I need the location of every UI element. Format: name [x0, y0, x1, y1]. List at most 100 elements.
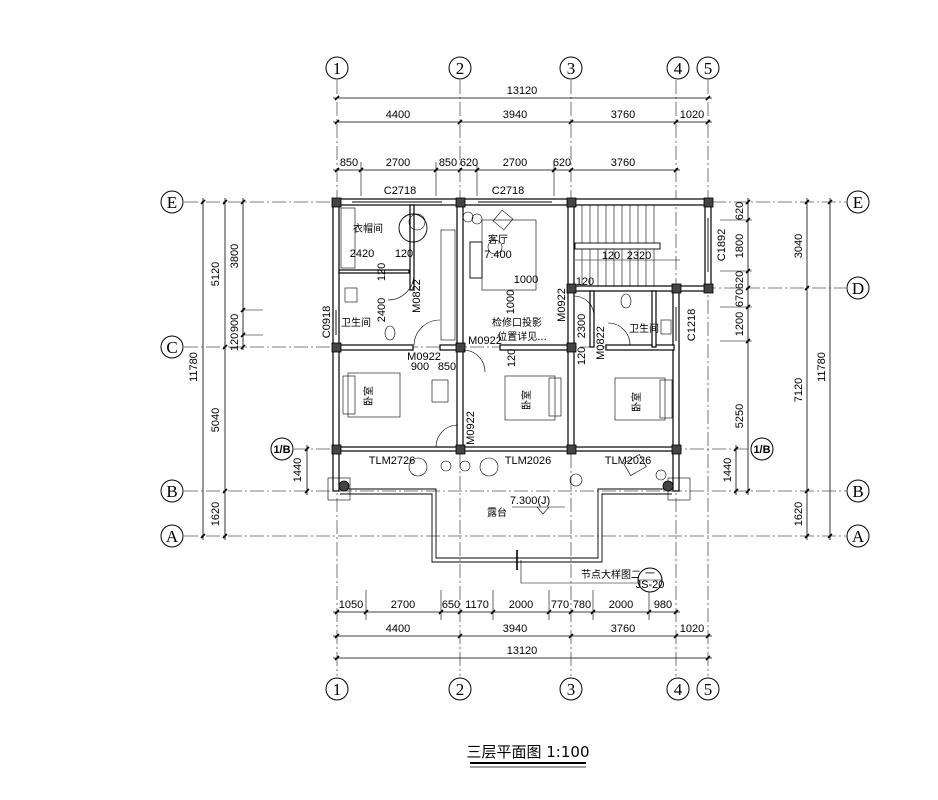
- window-label: C1218: [686, 309, 698, 341]
- window-label: C2718: [492, 185, 524, 197]
- svg-text:D: D: [852, 279, 864, 298]
- axis-bubble-3-top: 3: [559, 56, 583, 80]
- dim-bottom-opening: 650: [442, 599, 460, 611]
- svg-text:1/B: 1/B: [753, 444, 770, 456]
- inner-dim: 1000: [505, 290, 517, 314]
- dim-bottom-opening: 2700: [391, 599, 415, 611]
- inner-dim: 2320: [627, 250, 651, 262]
- svg-text:2: 2: [456, 680, 465, 699]
- dimensions-bottom: 1050 2700 650 1170 2000 770 780 2000 980…: [333, 590, 712, 661]
- axis-bubble-4-top: 4: [666, 56, 690, 80]
- axis-bubble-D-right: D: [846, 276, 870, 300]
- dim-left-detail: 120: [229, 333, 241, 351]
- axis-bubble-A-left: A: [160, 524, 184, 548]
- dim-bottom-opening: 1170: [465, 599, 489, 611]
- inner-dim: 120: [576, 276, 594, 288]
- inner-dim: 2420: [350, 248, 374, 260]
- dim-right-detail: 670: [734, 289, 746, 307]
- door-label: M0922: [468, 335, 502, 347]
- svg-text:A: A: [166, 527, 179, 546]
- room-label-terrace: 露台: [487, 506, 507, 519]
- dim-right-bay: 7120: [793, 378, 805, 402]
- dim-bottom-opening: 1050: [339, 599, 363, 611]
- dim-left-bay: 5120: [210, 262, 222, 286]
- room-label-cloakroom: 衣帽间: [353, 222, 383, 235]
- note-detail-ref: 节点大样图二: [581, 568, 641, 581]
- axis-bubble-E-left: E: [160, 190, 184, 214]
- room-label-bedroom: 卧室: [362, 386, 375, 406]
- axis-bubble-5-top: 5: [696, 56, 720, 80]
- terrace-outline: [327, 477, 691, 584]
- dim-right-detail: 1200: [734, 312, 746, 336]
- inner-dim: 120: [602, 250, 620, 262]
- inner-dim: 2400: [376, 298, 388, 322]
- dim-top-opening: 620: [460, 157, 478, 169]
- inner-dim: 900: [411, 361, 429, 373]
- dim-right-bay: 1620: [793, 502, 805, 526]
- inner-dim: 2300: [576, 314, 588, 338]
- drawing-title: 三层平面图 1:100: [467, 743, 590, 768]
- svg-text:C: C: [166, 338, 177, 357]
- dim-left-detail: 3800: [229, 244, 241, 268]
- svg-text:4: 4: [674, 59, 683, 78]
- room-label-bathroom: 卫生间: [341, 316, 371, 329]
- window-label: C1892: [716, 229, 728, 261]
- door-swings: [387, 274, 631, 448]
- detail-callout-bubble: 一 JS-20: [636, 567, 664, 593]
- inner-dim: 1000: [514, 274, 538, 286]
- dim-right-total: 11780: [816, 352, 828, 382]
- svg-text:3: 3: [567, 59, 576, 78]
- dim-top-opening: 850: [340, 157, 358, 169]
- dimensions-right: 620 1800 620 670 1200 5250 3040 7120 162…: [720, 198, 833, 540]
- door-label: M0922: [465, 411, 477, 445]
- dim-top-opening: 620: [553, 157, 571, 169]
- dim-right-detail: 620: [734, 202, 746, 220]
- axis-bubble-C-left: C: [160, 335, 184, 359]
- dim-top-bay: 1020: [680, 109, 704, 121]
- axis-bubble-1-bottom: 1: [325, 677, 349, 701]
- axis-bubble-A-right: A: [846, 524, 870, 548]
- svg-text:一: 一: [645, 569, 655, 580]
- door-label: TLM2026: [505, 455, 551, 467]
- dimensions-top: 13120 4400 3940 3760 1020 850 2700 850 6…: [333, 85, 712, 196]
- axis-bubble-B-left: B: [160, 479, 184, 503]
- svg-text:B: B: [852, 482, 863, 501]
- axis-bubble-E-right: E: [846, 190, 870, 214]
- dim-right-detail: 1800: [734, 234, 746, 258]
- door-label: TLM2026: [605, 455, 651, 467]
- dim-top-opening: 3760: [611, 157, 635, 169]
- dim-right-detail: 5250: [734, 404, 746, 428]
- axis-bubble-B-right: B: [846, 479, 870, 503]
- dim-right-bay: 3040: [793, 234, 805, 258]
- svg-text:4: 4: [674, 680, 683, 699]
- svg-text:1/B: 1/B: [273, 444, 290, 456]
- axis-bubble-1B-right: 1/B: [750, 437, 774, 461]
- dim-right-detail: 620: [734, 271, 746, 289]
- dim-top-opening: 850: [439, 157, 457, 169]
- drawing-title-text: 三层平面图 1:100: [467, 743, 590, 761]
- dim-top-bay: 4400: [386, 109, 410, 121]
- axis-bubbles: 1 2 3 4 5 1 2 3 4 5 E C B A 1/B E D B A …: [160, 56, 870, 701]
- axis-bubble-2-bottom: 2: [448, 677, 472, 701]
- plan-labels: C2718 C2718 C1892 C0918 C1218 M0822 M092…: [321, 185, 728, 593]
- dim-bottom-opening: 980: [654, 599, 672, 611]
- dim-top-bay: 3940: [503, 109, 527, 121]
- dim-left-bay: 5040: [210, 408, 222, 432]
- axis-bubble-4-bottom: 4: [666, 677, 690, 701]
- note-hatch: 检修口投影: [492, 316, 542, 329]
- axis-bubble-2-top: 2: [448, 56, 472, 80]
- dim-bottom-bay: 4400: [386, 623, 410, 635]
- note-hatch-location: 位置详见...: [497, 330, 547, 343]
- svg-text:5: 5: [704, 59, 713, 78]
- window-label: C2718: [384, 185, 416, 197]
- terrace-level: 7.300(J): [510, 495, 550, 507]
- structural-columns: [331, 197, 714, 455]
- dim-bottom-bay: 1020: [680, 623, 704, 635]
- axis-bubble-5-bottom: 5: [696, 677, 720, 701]
- grid-axes: [184, 80, 846, 676]
- door-label: TLM2726: [369, 455, 415, 467]
- svg-text:5: 5: [704, 680, 713, 699]
- dim-left-total: 11780: [188, 352, 200, 382]
- dim-top-opening: 2700: [386, 157, 410, 169]
- axis-bubble-3-bottom: 3: [559, 677, 583, 701]
